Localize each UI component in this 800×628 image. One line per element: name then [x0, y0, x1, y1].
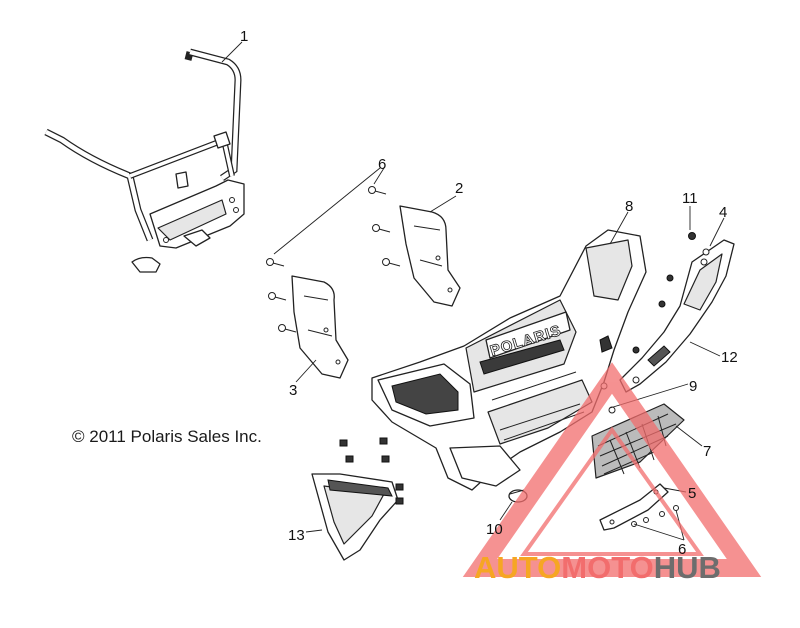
bolt-icon — [659, 511, 665, 517]
watermark-hub: HUB — [654, 550, 721, 585]
screw-icon — [608, 406, 616, 414]
callout-6-upper: 6 — [378, 156, 386, 173]
nut-icon — [339, 439, 348, 447]
bolt-icon — [643, 517, 649, 523]
screw-icon — [688, 232, 696, 240]
callout-8: 8 — [625, 198, 633, 215]
nut-icon — [395, 483, 404, 491]
part-2-bracket — [399, 205, 461, 307]
part-13-corner-panel — [311, 473, 399, 561]
bolt-icon — [673, 505, 679, 511]
callout-4: 4 — [719, 204, 727, 221]
part-1-brush-guard — [44, 48, 245, 273]
bolts-group-6-lower — [631, 505, 679, 527]
part-3-bracket — [291, 275, 349, 379]
screw-icon — [632, 346, 640, 354]
nut-icon — [379, 437, 388, 445]
screw-icon — [702, 248, 710, 256]
callout-3: 3 — [289, 382, 297, 399]
watermark-triangle — [462, 362, 762, 577]
screw-icon — [666, 274, 674, 282]
bolt-icon — [278, 324, 297, 333]
nut-icon — [345, 455, 354, 463]
callout-6-lower: 6 — [678, 541, 686, 558]
bolt-icon — [268, 292, 287, 301]
part-8-front-fascia: POLARIS — [371, 229, 647, 491]
callout-5: 5 — [688, 485, 696, 502]
watermark-text: AUTOMOTOHUB — [474, 550, 721, 585]
callout-13: 13 — [288, 527, 305, 544]
callout-11: 11 — [682, 190, 698, 207]
bolt-icon — [368, 186, 387, 195]
watermark-auto: AUTO — [474, 550, 561, 585]
nut-icon — [381, 455, 390, 463]
copyright-text: © 2011 Polaris Sales Inc. — [72, 427, 262, 446]
callout-1: 1 — [240, 28, 248, 45]
callout-7: 7 — [703, 443, 711, 460]
bolt-icon — [266, 258, 285, 267]
callout-10: 10 — [486, 521, 503, 538]
watermark-moto: MOTO — [561, 550, 653, 585]
fasteners-13 — [339, 437, 404, 505]
bolts-group-6-upper — [266, 186, 401, 333]
callout-12: 12 — [721, 349, 738, 366]
nut-icon — [395, 497, 404, 505]
screw-icon — [658, 300, 666, 308]
bolt-icon — [382, 258, 401, 267]
callout-9: 9 — [689, 378, 697, 395]
callout-labels: 1 6 2 3 8 11 4 12 9 7 5 6 10 13 — [240, 28, 738, 558]
part-12-fender-extension — [619, 239, 735, 393]
svg-text:AUTOMOTOHUB: AUTOMOTOHUB — [474, 550, 721, 585]
bolt-icon — [372, 224, 391, 233]
callout-2: 2 — [455, 180, 463, 197]
